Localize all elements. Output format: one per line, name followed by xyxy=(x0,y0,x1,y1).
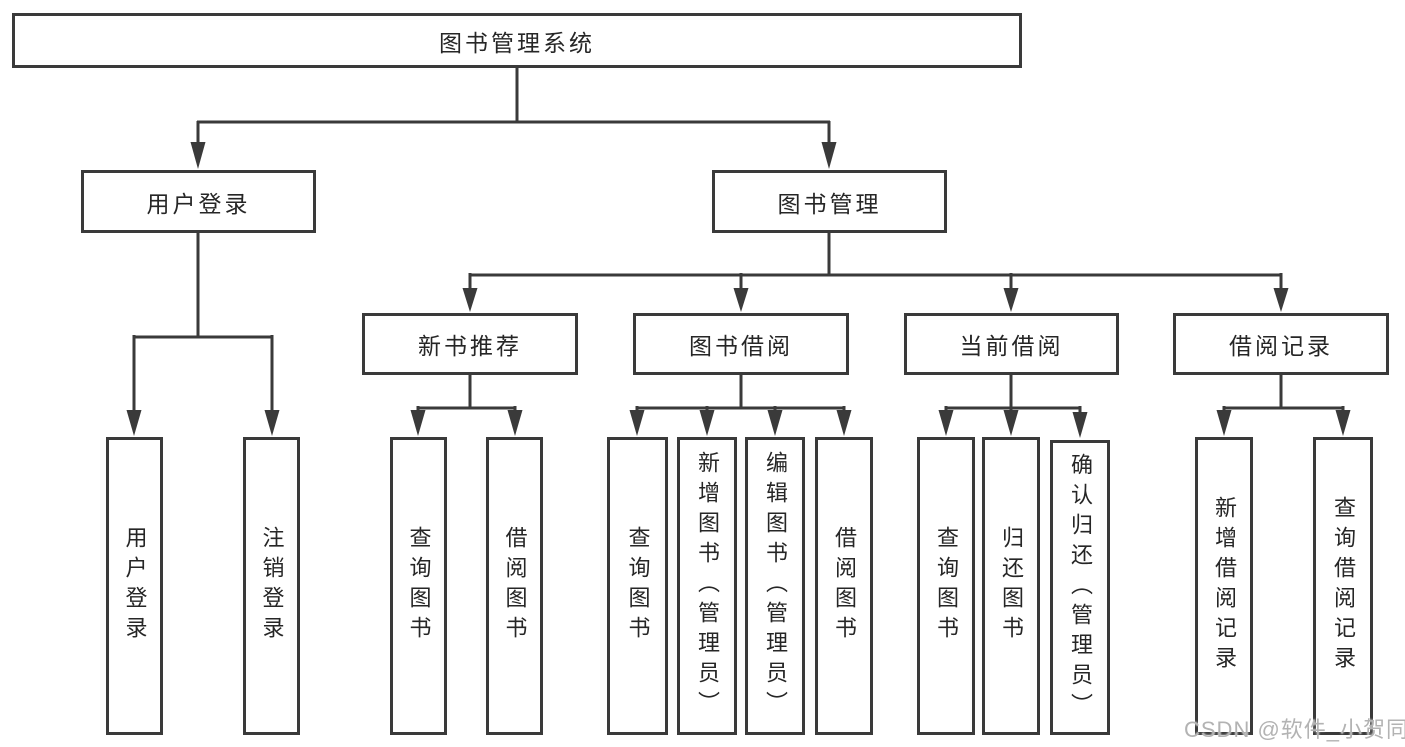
leaf-edit-books-admin-label: 编辑图书（管理员） xyxy=(763,451,788,721)
arrowheads xyxy=(126,142,1351,438)
node-current-borrowing: 当前借阅 xyxy=(904,313,1119,375)
watermark: CSDN @软件_小贺同学 xyxy=(1184,717,1405,742)
leaf-query-borrow-record-label: 查询借阅记录 xyxy=(1331,496,1356,676)
node-book-borrowing-label: 图书借阅 xyxy=(689,333,793,359)
leaf-confirm-return-admin: 确认归还（管理员） xyxy=(1050,440,1110,735)
node-book-management-label: 图书管理 xyxy=(777,190,882,217)
leaf-borrow-books-recommend-label: 借阅图书 xyxy=(502,526,528,646)
leaf-user-login-label: 用户登录 xyxy=(122,526,148,646)
leaf-query-books-current: 查询图书 xyxy=(917,437,975,735)
connector-shafts xyxy=(132,66,1345,414)
node-new-book-recommendation-label: 新书推荐 xyxy=(418,333,522,359)
leaf-query-books-borrow: 查询图书 xyxy=(607,437,668,735)
leaf-return-books: 归还图书 xyxy=(982,437,1040,735)
node-current-borrowing-label: 当前借阅 xyxy=(959,333,1064,359)
leaf-borrow-books-recommend: 借阅图书 xyxy=(486,437,543,735)
leaf-query-books-recommend: 查询图书 xyxy=(390,437,447,735)
node-new-book-recommendation: 新书推荐 xyxy=(362,313,578,375)
node-book-borrowing: 图书借阅 xyxy=(633,313,849,375)
node-user-login-label: 用户登录 xyxy=(146,190,251,217)
leaf-query-books-current-label: 查询图书 xyxy=(934,526,959,646)
node-library-system: 图书管理系统 xyxy=(12,13,1022,68)
leaf-logout-label: 注销登录 xyxy=(259,526,285,646)
node-borrowing-records: 借阅记录 xyxy=(1173,313,1389,375)
leaf-add-books-admin: 新增图书（管理员） xyxy=(677,437,737,735)
leaf-query-borrow-record: 查询借阅记录 xyxy=(1313,437,1373,735)
leaf-add-borrow-record: 新增借阅记录 xyxy=(1195,437,1253,735)
leaf-return-books-label: 归还图书 xyxy=(999,526,1024,646)
leaf-add-books-admin-label: 新增图书（管理员） xyxy=(695,451,720,721)
leaf-logout: 注销登录 xyxy=(243,437,300,735)
leaf-edit-books-admin: 编辑图书（管理员） xyxy=(745,437,805,735)
node-library-system-label: 图书管理系统 xyxy=(439,29,595,56)
node-borrowing-records-label: 借阅记录 xyxy=(1229,333,1333,359)
leaf-user-login: 用户登录 xyxy=(106,437,163,735)
leaf-borrow-books-borrow: 借阅图书 xyxy=(815,437,873,735)
leaf-query-books-borrow-label: 查询图书 xyxy=(625,526,651,646)
leaf-query-books-recommend-label: 查询图书 xyxy=(406,526,432,646)
node-book-management: 图书管理 xyxy=(712,170,947,233)
leaf-add-borrow-record-label: 新增借阅记录 xyxy=(1212,496,1237,676)
leaf-borrow-books-borrow-label: 借阅图书 xyxy=(832,526,857,646)
node-user-login: 用户登录 xyxy=(81,170,316,233)
leaf-confirm-return-admin-label: 确认归还（管理员） xyxy=(1068,452,1093,723)
